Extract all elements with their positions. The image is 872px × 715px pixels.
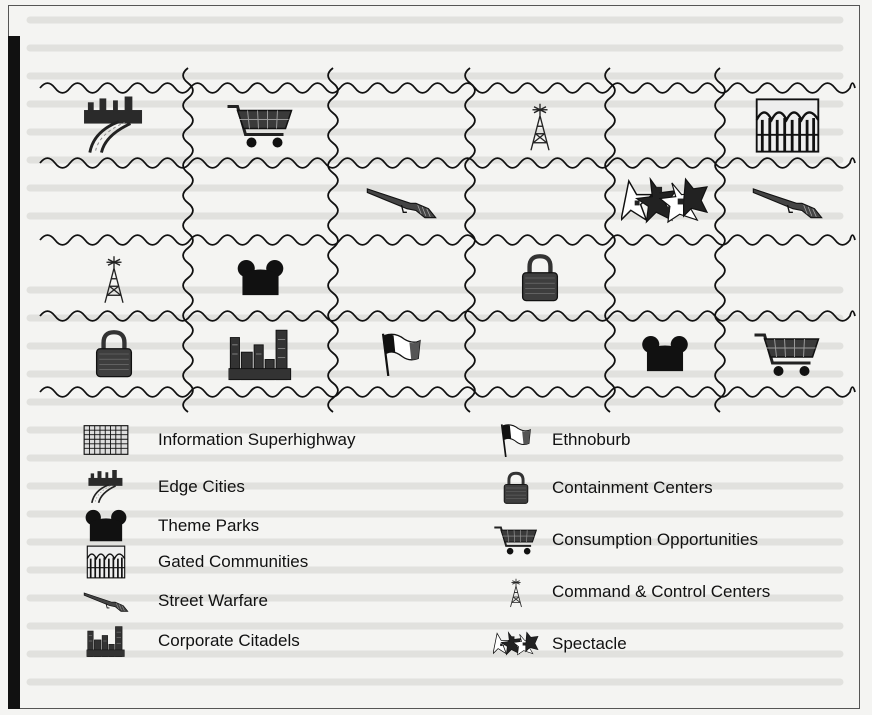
consumption-cart-icon [753,333,820,378]
legend-label-right: Ethnoburb [552,430,631,449]
corporate-citadel-icon [228,329,292,381]
legend-containment-padlock-icon [502,471,530,505]
command-tower-icon [530,103,550,151]
theme-park-ears-icon [237,259,284,296]
containment-padlock-icon [97,332,132,376]
legend-street-warfare-rifle-icon [83,592,129,612]
edge-cities-icon [82,96,144,155]
legend-consumption-cart-icon [493,526,538,556]
grid-column-line [464,67,476,413]
grid-row-line [39,82,856,94]
command-tower-icon [104,255,124,304]
legend-theme-park-ears-icon [85,509,127,542]
map-cell-icons [82,96,823,381]
street-warfare-rifle-icon [752,188,823,219]
legend-gated-community-icon [86,545,126,579]
grid-column-line [714,67,726,413]
legend-corporate-citadel-icon [86,626,125,657]
containment-padlock-icon [523,256,558,300]
legend-ethnoburb-flag-icon [500,423,532,457]
grid-row-line [39,386,856,398]
grid-row-line [39,310,856,322]
legend-label-right: Spectacle [552,634,627,653]
legend-label-left: Edge Cities [158,477,245,496]
spectacle-stars-icon [621,178,708,223]
legend-label-left: Corporate Citadels [158,631,300,650]
wavy-cell-grid [39,67,856,413]
street-warfare-rifle-icon [366,188,437,219]
theme-park-ears-icon [642,335,688,372]
legend-spectacle-stars-icon [493,631,539,656]
legend-label-left: Street Warfare [158,591,268,610]
grid-row-line [39,234,856,246]
grid-column-line [604,67,616,413]
legend-command-tower-icon [510,578,522,608]
ethnoburb-flag-icon [381,332,422,376]
legend-label-left: Gated Communities [158,552,309,571]
legend-superhighway-grid-icon [83,425,129,455]
legend-label-left: Information Superhighway [158,430,356,449]
legend-edge-cities-icon [87,470,124,504]
legend-label-right: Command & Control Centers [552,582,771,601]
consumption-cart-icon [226,105,293,149]
legend-icons [83,423,539,657]
legend-label-right: Consumption Opportunities [552,530,759,549]
page-edge-bar [8,36,20,709]
gated-community-icon [755,97,820,154]
legend-label-right: Containment Centers [552,478,713,497]
grid-column-line [182,67,194,413]
grid-column-line [327,67,339,413]
grid-row-line [39,157,856,169]
legend-label-left: Theme Parks [158,516,260,535]
